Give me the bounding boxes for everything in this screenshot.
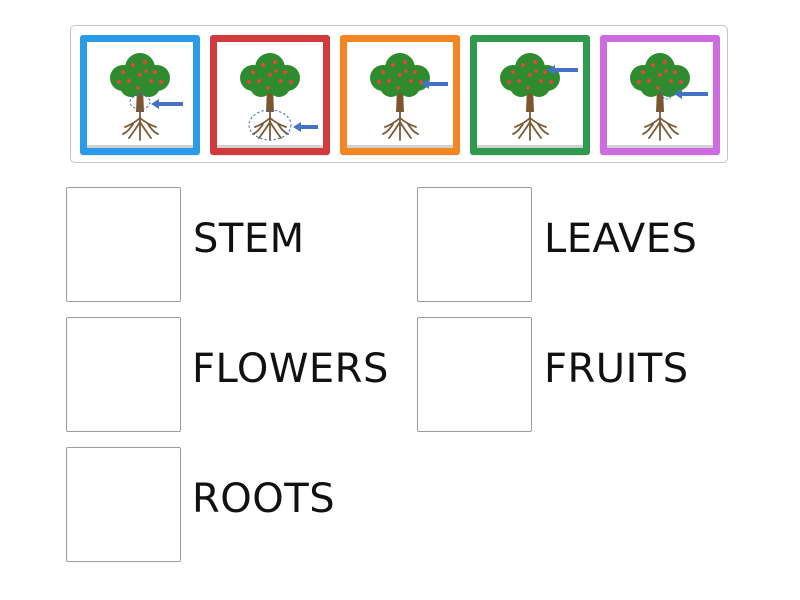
target-label-stem: STEM bbox=[193, 216, 305, 262]
target-label-flowers: FLOWERS bbox=[192, 346, 389, 392]
draggable-tile-stem[interactable] bbox=[80, 35, 200, 155]
drop-slot-flowers[interactable] bbox=[66, 317, 181, 432]
draggable-tile-leaves[interactable] bbox=[470, 35, 590, 155]
drop-slot-leaves[interactable] bbox=[417, 187, 532, 302]
drop-slot-fruits[interactable] bbox=[417, 317, 532, 432]
tree-with-roots-highlight-icon bbox=[238, 51, 318, 142]
target-label-roots: ROOTS bbox=[192, 476, 336, 522]
tree-with-flowers-highlight-icon bbox=[368, 51, 448, 142]
target-label-fruits: FRUITS bbox=[544, 346, 689, 392]
tree-with-stem-highlight-icon bbox=[108, 51, 183, 142]
drop-slot-stem[interactable] bbox=[66, 187, 181, 302]
tree-with-leaves-highlight-icon bbox=[498, 51, 578, 142]
drop-slot-roots[interactable] bbox=[66, 447, 181, 562]
draggable-tile-tray bbox=[70, 25, 728, 163]
tree-with-fruits-highlight-icon bbox=[628, 51, 708, 142]
draggable-tile-flowers[interactable] bbox=[340, 35, 460, 155]
draggable-tile-fruits[interactable] bbox=[600, 35, 720, 155]
target-label-leaves: LEAVES bbox=[544, 216, 698, 262]
draggable-tile-roots[interactable] bbox=[210, 35, 330, 155]
